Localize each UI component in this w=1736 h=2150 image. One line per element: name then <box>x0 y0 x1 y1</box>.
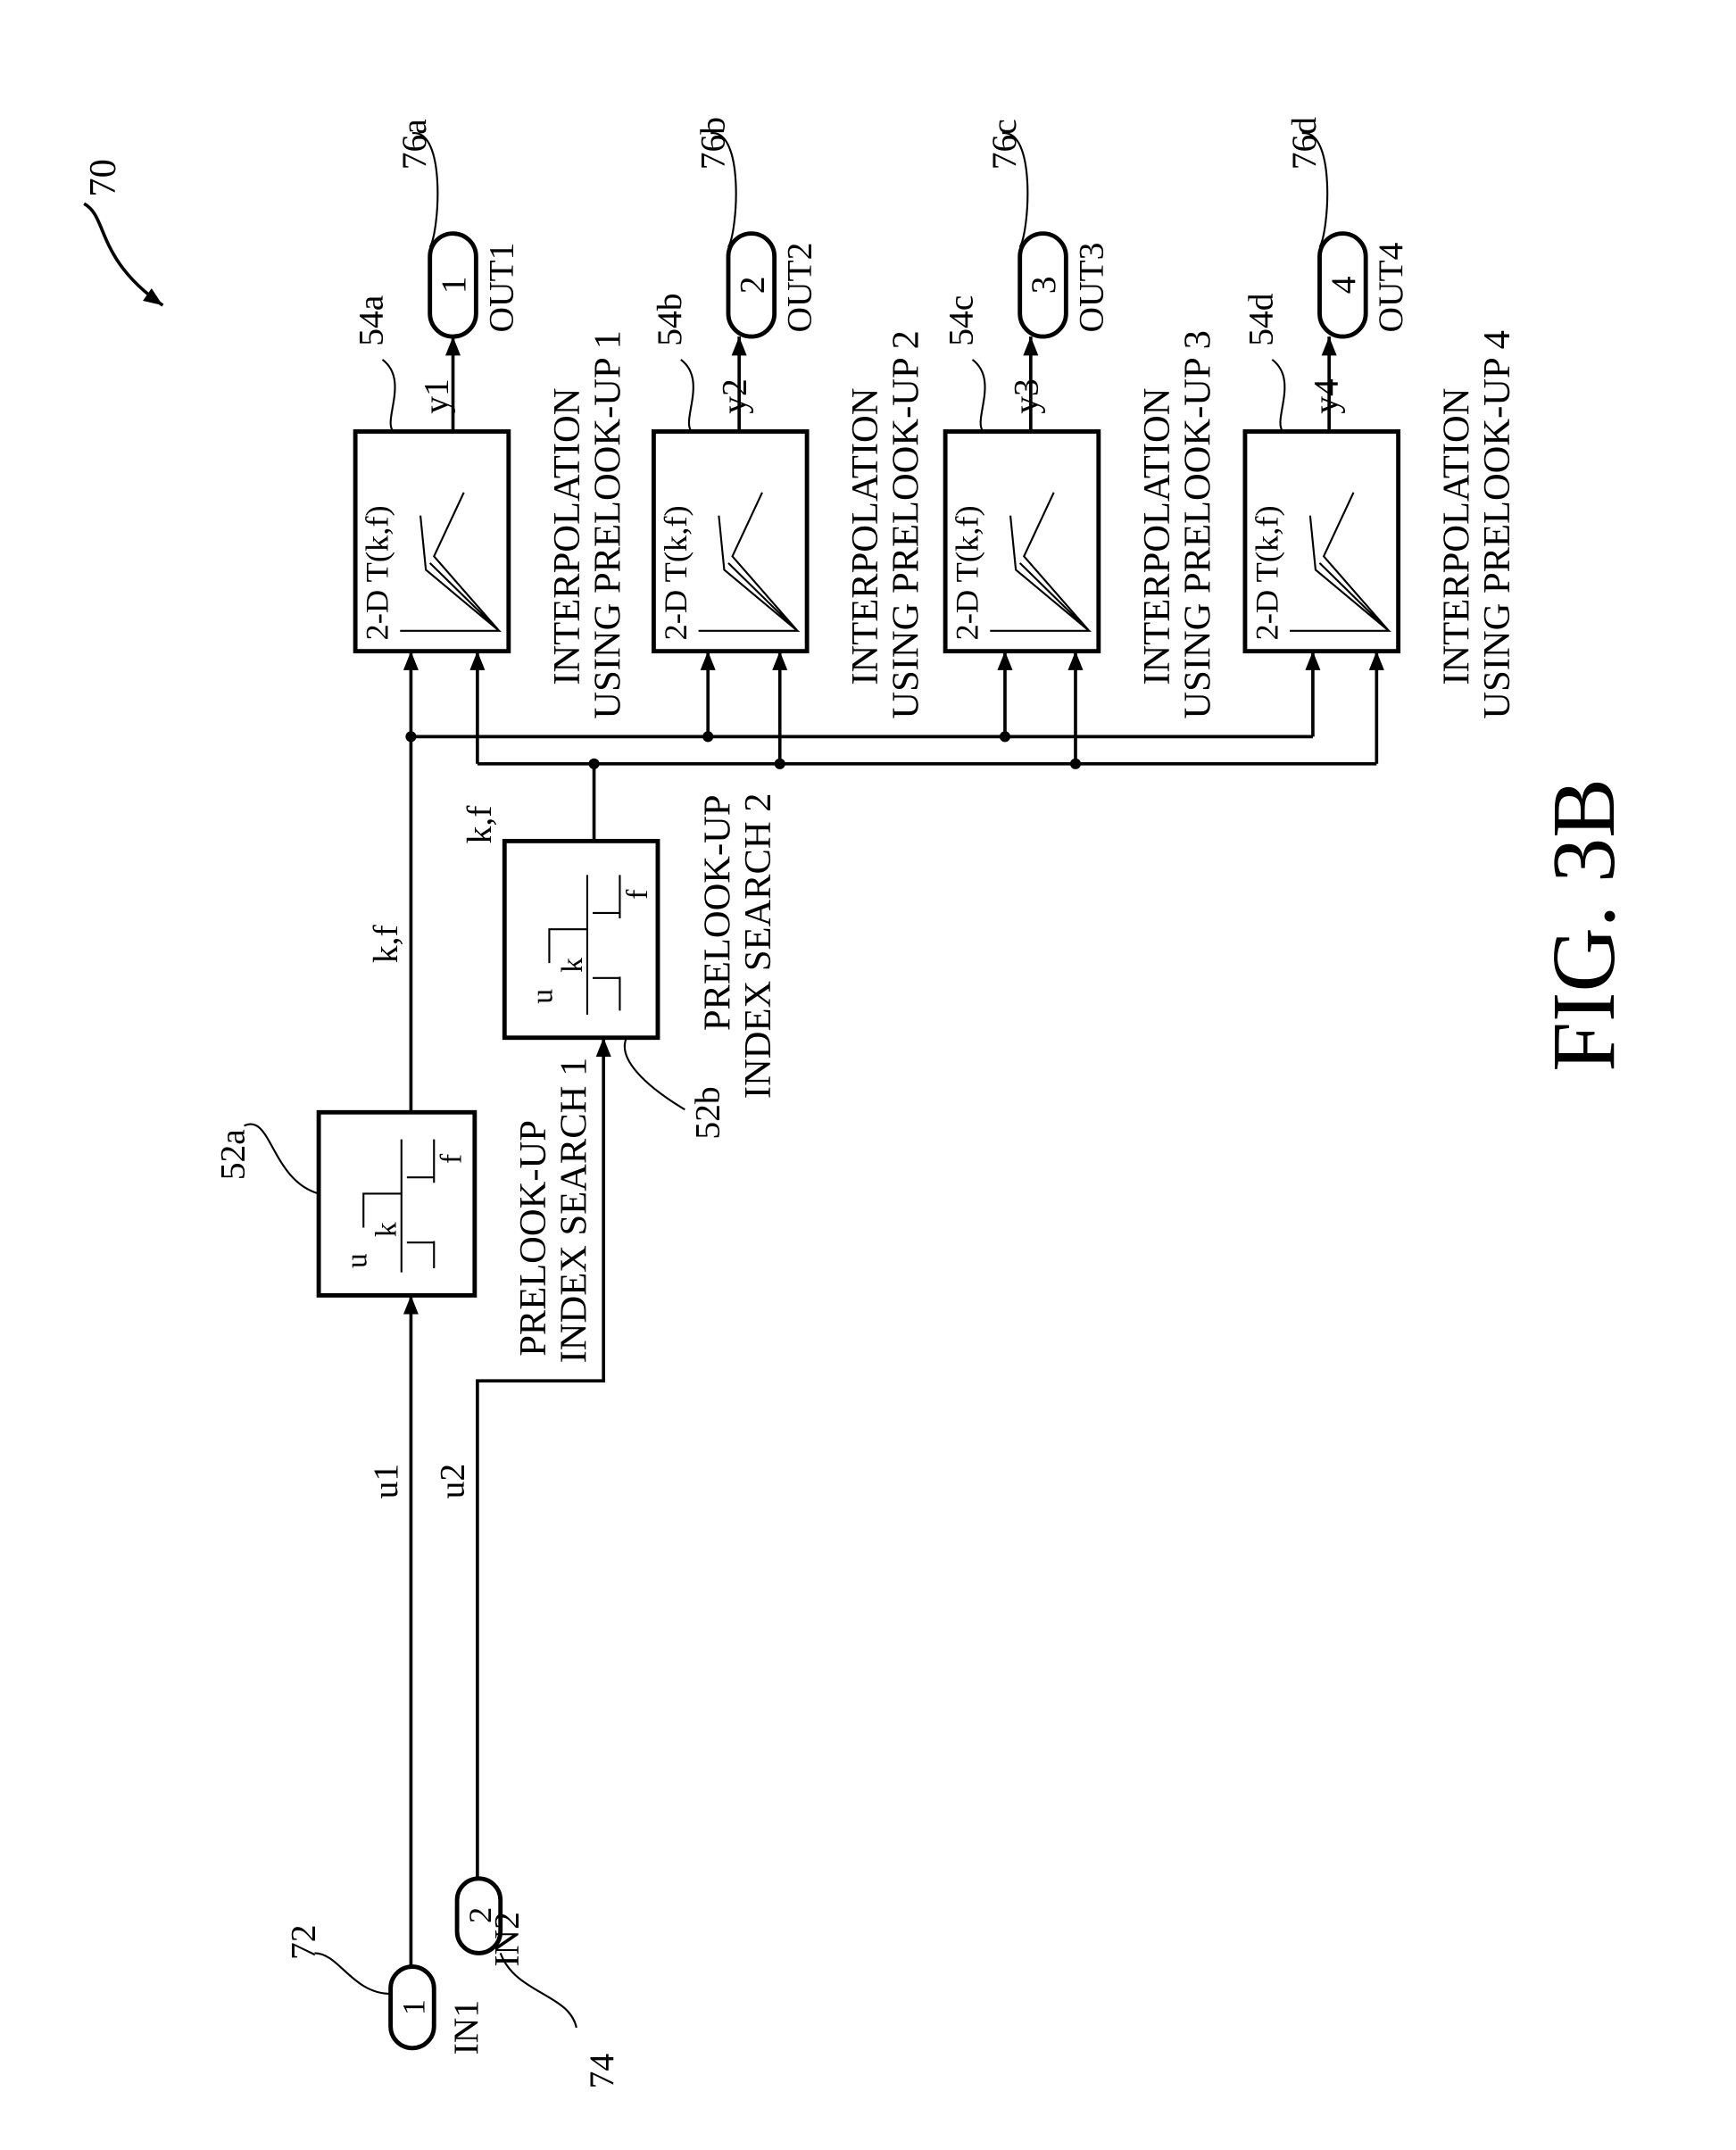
svg-text:1: 1 <box>434 276 473 294</box>
ref-76a: 76a <box>395 119 434 170</box>
prelookup-52a-line1: PRELOOK-UP <box>512 1120 554 1357</box>
prelookup-52b-line1: PRELOOK-UP <box>697 794 739 1031</box>
prelookup-52b-line2: INDEX SEARCH 2 <box>737 793 779 1099</box>
block-title: 2-D T(k,f) <box>950 505 985 640</box>
svg-text:2: 2 <box>732 276 771 294</box>
junction-dot <box>775 759 785 769</box>
prelookup-block-52b[interactable]: u k f <box>504 841 658 1037</box>
ref-54c: 54c <box>942 295 981 346</box>
input-label-in2: IN2 <box>486 1912 526 1966</box>
interpolation-block-54d[interactable]: 2-D T(k,f) <box>1245 431 1399 651</box>
svg-text:4: 4 <box>1324 276 1363 294</box>
output-label: OUT4 <box>1371 242 1410 332</box>
leader-72 <box>315 1953 391 1994</box>
ref-72: 72 <box>284 1924 323 1960</box>
junction-dot <box>702 731 713 742</box>
output-port-out1[interactable]: 1 <box>430 234 477 336</box>
input-port-in1[interactable]: 1 <box>391 1967 435 2048</box>
interpolation-block-54c[interactable]: 2-D T(k,f) <box>945 431 1099 651</box>
signal-u2: u2 <box>433 1464 472 1499</box>
figure-ref-arrow <box>84 203 162 305</box>
interpolation-label-line1: INTERPOLATION <box>1436 387 1478 685</box>
svg-text:k: k <box>370 1222 403 1237</box>
block-title: 2-D T(k,f) <box>658 505 694 640</box>
ref-74: 74 <box>582 2054 621 2089</box>
block-title: 2-D T(k,f) <box>1249 505 1284 640</box>
signal-u1: u1 <box>366 1464 405 1499</box>
junction-dot <box>588 759 599 769</box>
junction-dot <box>1070 759 1081 769</box>
svg-text:u: u <box>340 1253 373 1268</box>
junction-dot <box>1000 731 1010 742</box>
junction-dot <box>405 731 416 742</box>
leader-52b <box>625 1038 685 1110</box>
ref-54a: 54a <box>352 295 391 346</box>
interpolation-label-line1: INTERPOLATION <box>844 387 886 685</box>
svg-text:u: u <box>526 989 559 1004</box>
prelookup-block-52a[interactable]: u k f <box>319 1112 475 1295</box>
output-signal-label: y1 <box>416 378 455 414</box>
output-signal-label: y3 <box>1006 378 1045 414</box>
ref-54b: 54b <box>650 294 689 346</box>
block-title: 2-D T(k,f) <box>360 505 395 640</box>
figure-caption: FIG. 3B <box>1534 778 1633 1072</box>
svg-text:f: f <box>621 889 654 900</box>
output-label: OUT1 <box>481 243 520 333</box>
leader-54d <box>1272 360 1284 432</box>
leader-54a <box>383 360 395 432</box>
prelookup-52a-line2: INDEX SEARCH 1 <box>552 1058 594 1364</box>
signal-kf-1: k,f <box>366 925 405 964</box>
interpolation-label-line2: USING PRELOOK-UP 2 <box>885 330 927 719</box>
output-signal-label: y4 <box>1306 378 1345 414</box>
figure-ref: 70 <box>82 159 124 197</box>
leader-52a <box>245 1124 320 1193</box>
interpolation-label-line2: USING PRELOOK-UP 3 <box>1176 330 1218 719</box>
interpolation-block-54b[interactable]: 2-D T(k,f) <box>653 431 807 651</box>
ref-54d: 54d <box>1241 293 1280 346</box>
output-label: OUT3 <box>1071 243 1110 333</box>
svg-text:3: 3 <box>1024 276 1063 294</box>
interpolation-block-54a[interactable]: 2-D T(k,f) <box>355 431 509 651</box>
ref-76c: 76c <box>984 119 1024 170</box>
output-port-out4[interactable]: 4 <box>1320 234 1366 336</box>
output-signal-label: y2 <box>715 378 754 414</box>
interpolation-label-line2: USING PRELOOK-UP 1 <box>586 330 628 719</box>
interpolation-label-line1: INTERPOLATION <box>1136 387 1178 685</box>
interpolation-label-line2: USING PRELOOK-UP 4 <box>1476 330 1518 719</box>
output-port-out3[interactable]: 3 <box>1020 234 1067 336</box>
svg-text:f: f <box>436 1153 469 1164</box>
svg-text:1: 1 <box>396 1999 432 2015</box>
leader-54c <box>973 360 985 432</box>
ref-52b: 52b <box>687 1086 727 1139</box>
output-port-out2[interactable]: 2 <box>728 234 775 336</box>
output-label: OUT2 <box>780 243 819 333</box>
svg-text:k: k <box>556 958 589 973</box>
input-label-in1: IN1 <box>446 2000 486 2055</box>
ref-52a: 52a <box>213 1129 253 1180</box>
signal-kf-2: k,f <box>460 805 499 844</box>
interpolation-label-line1: INTERPOLATION <box>546 387 588 685</box>
leader-54b <box>681 360 694 432</box>
